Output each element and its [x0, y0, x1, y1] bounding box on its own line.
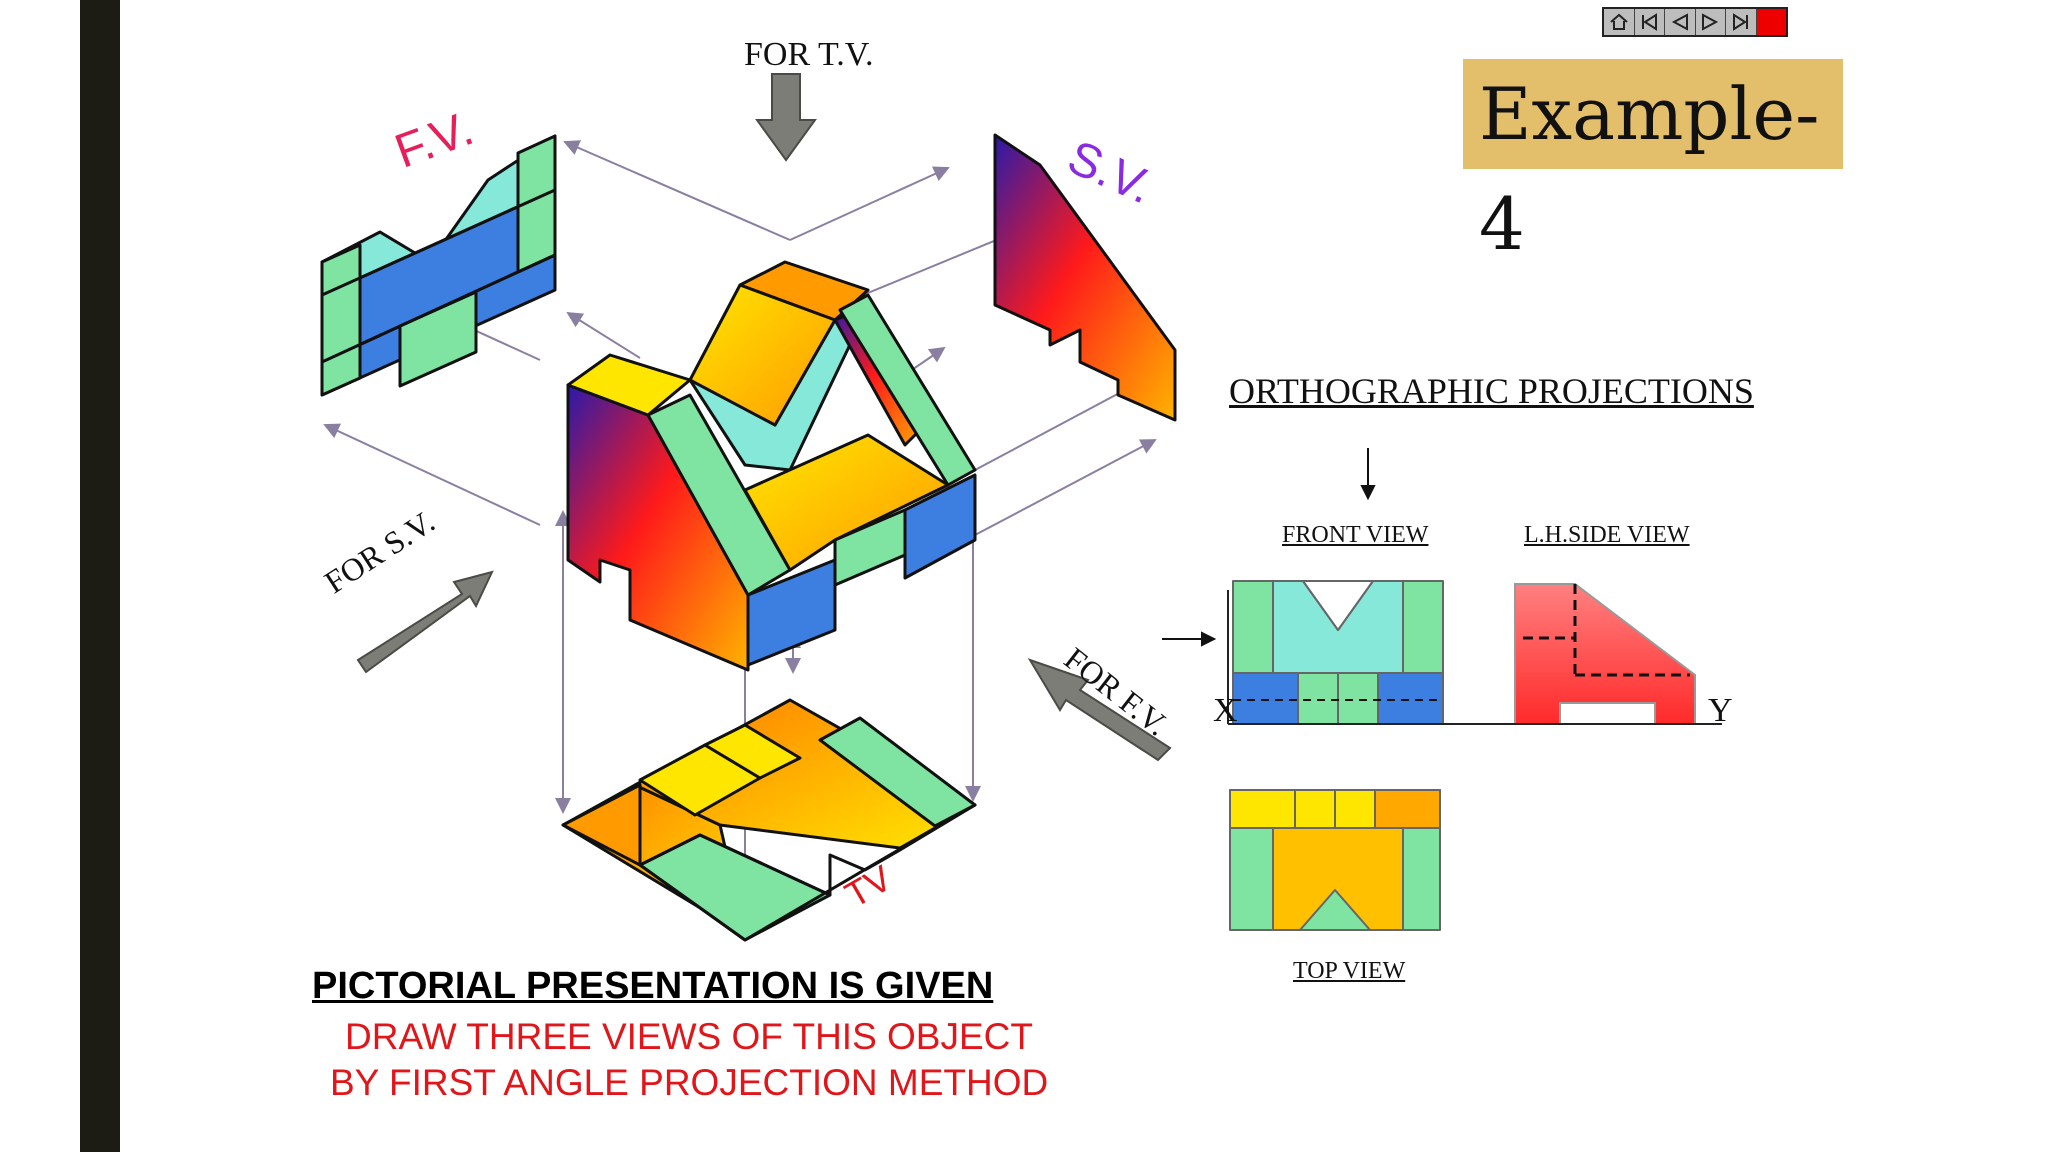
previous-icon[interactable] — [1665, 9, 1696, 35]
stop-icon[interactable] — [1756, 9, 1786, 35]
instruction-line-1: PICTORIAL PRESENTATION IS GIVEN — [312, 965, 994, 1007]
last-icon[interactable] — [1726, 9, 1757, 35]
y-label: Y — [1708, 692, 1733, 729]
slide-title: Example-4 — [1463, 59, 1843, 266]
ortho-side-view — [1514, 583, 1696, 725]
next-icon[interactable] — [1695, 9, 1726, 35]
tv-panel — [561, 698, 977, 942]
for-tv-label: FOR T.V. — [744, 36, 874, 73]
ortho-top-view — [1229, 789, 1441, 931]
sv-panel — [993, 133, 1177, 422]
top-view-label: TOP VIEW — [1293, 958, 1406, 984]
fv-panel — [320, 134, 557, 397]
direction-arrows — [356, 73, 1172, 762]
small-arrows — [1162, 448, 1376, 647]
ortho-heading: ORTHOGRAPHIC PROJECTIONS — [1229, 371, 1754, 411]
isometric-object — [566, 260, 977, 672]
x-label: X — [1213, 692, 1238, 729]
front-view-label: FRONT VIEW — [1282, 522, 1429, 548]
xy-line — [1227, 590, 1722, 725]
left-border-bar — [80, 0, 120, 1152]
ortho-front-view — [1232, 580, 1444, 725]
instruction-line-2: DRAW THREE VIEWS OF THIS OBJECT — [345, 1016, 1033, 1057]
instruction-line-3: BY FIRST ANGLE PROJECTION METHOD — [330, 1062, 1049, 1103]
side-view-label: L.H.SIDE VIEW — [1524, 522, 1690, 548]
slide-navigation — [1602, 7, 1788, 37]
home-icon[interactable] — [1604, 9, 1635, 35]
first-icon[interactable] — [1634, 9, 1665, 35]
